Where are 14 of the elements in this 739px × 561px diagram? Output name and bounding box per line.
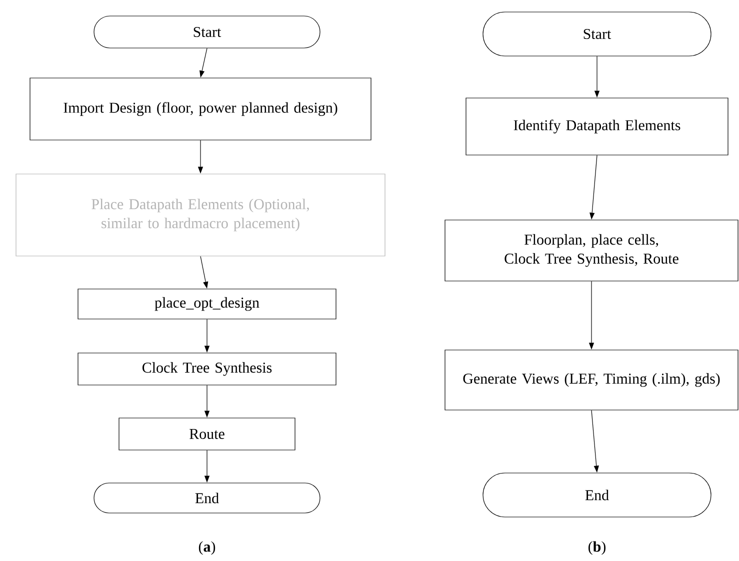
subfigure-label: (a)	[198, 541, 216, 555]
process-box: Import Design (floor, power planned design)	[30, 78, 372, 140]
process-box: Clock Tree Synthesis	[78, 352, 336, 386]
terminal-box: End	[482, 472, 712, 518]
process-box: Floorplan, place cells, Clock Tree Synthesis, Route	[444, 220, 738, 282]
process-box: Place Datapath Elements (Optional, similar to hardmacro placement)	[16, 174, 386, 256]
process-box: Identify Datapath Elements	[466, 98, 728, 156]
terminal-box: End	[94, 482, 320, 514]
process-box: place_opt_design	[78, 288, 336, 320]
process-box: Generate Views (LEF, Timing (.ilm), gds)	[444, 350, 738, 410]
subfigure-label: (b)	[588, 541, 606, 555]
terminal-box: Start	[482, 12, 712, 56]
process-box: Route	[118, 418, 296, 450]
terminal-box: Start	[94, 16, 320, 48]
